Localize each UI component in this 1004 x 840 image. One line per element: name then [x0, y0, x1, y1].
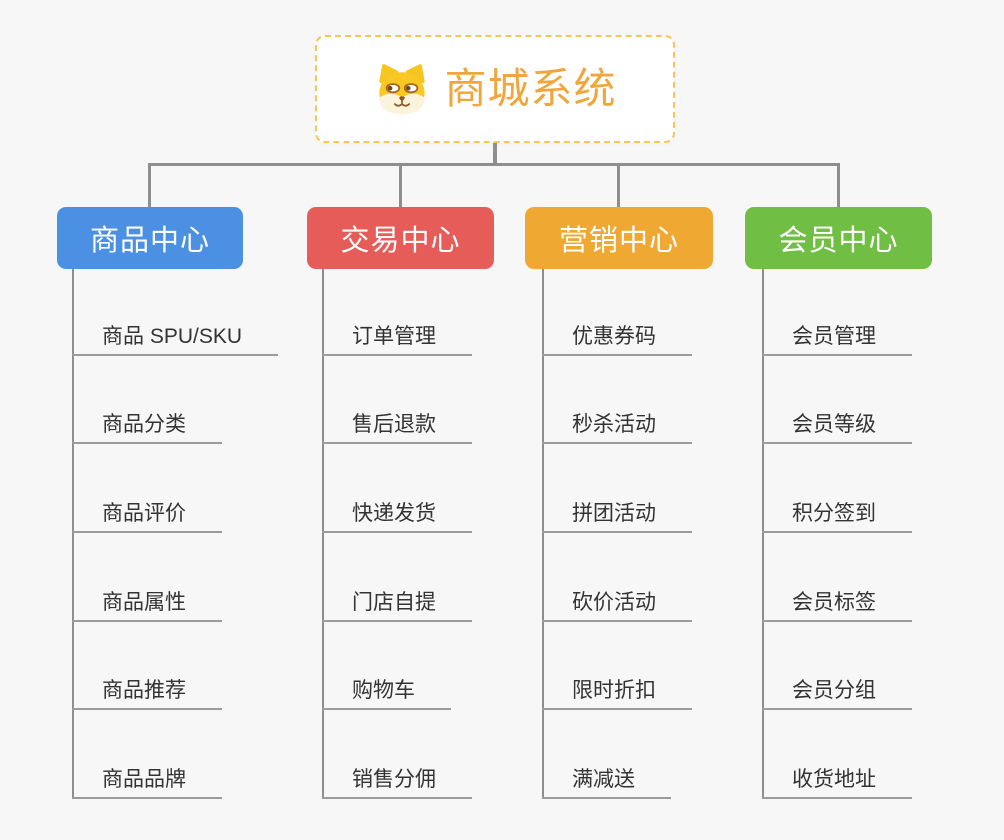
- leaf-node-product-brand[interactable]: 商品品牌: [72, 752, 222, 799]
- leaf-node-limited-time-discount[interactable]: 限时折扣: [542, 663, 692, 710]
- leaf-label: 商品品牌: [102, 768, 186, 791]
- leaf-node-product-spu-sku[interactable]: 商品 SPU/SKU: [72, 309, 279, 356]
- leaf-label: 砍价活动: [572, 591, 656, 614]
- leaf-label: 秒杀活动: [572, 413, 656, 436]
- branch-header-member-center[interactable]: 会员中心: [745, 207, 932, 269]
- dog-face-icon: [379, 63, 426, 114]
- root-node-mall-system[interactable]: 商城系统: [315, 35, 675, 143]
- leaf-label: 优惠券码: [572, 325, 656, 348]
- leaf-node-member-tags[interactable]: 会员标签: [762, 575, 912, 622]
- branch-header-marketing-center[interactable]: 营销中心: [525, 207, 713, 269]
- leaf-node-group-buying[interactable]: 拼团活动: [542, 486, 692, 533]
- leaf-label: 商品分类: [102, 413, 186, 436]
- leaf-node-product-category[interactable]: 商品分类: [72, 397, 222, 444]
- leaf-label: 会员等级: [792, 413, 876, 436]
- branch-spine-member-center: [762, 269, 764, 799]
- branch-spine-product-center: [72, 269, 74, 799]
- leaf-label: 商品 SPU/SKU: [102, 325, 243, 348]
- leaf-label: 商品评价: [102, 502, 186, 525]
- leaf-label: 商品推荐: [102, 679, 186, 702]
- leaf-node-sales-commission[interactable]: 销售分佣: [322, 752, 472, 799]
- connector-horizontal-bus: [148, 163, 840, 166]
- leaf-label: 购物车: [352, 679, 415, 702]
- leaf-node-coupon-codes[interactable]: 优惠券码: [542, 309, 692, 356]
- branch-header-product-center[interactable]: 商品中心: [57, 207, 243, 269]
- leaf-node-member-management[interactable]: 会员管理: [762, 309, 912, 356]
- leaf-node-product-review[interactable]: 商品评价: [72, 486, 222, 533]
- connector-drop-products: [148, 163, 151, 207]
- leaf-label: 门店自提: [352, 591, 436, 614]
- leaf-node-full-reduction[interactable]: 满减送: [542, 752, 671, 799]
- leaf-node-points-checkin[interactable]: 积分签到: [762, 486, 912, 533]
- leaf-node-aftersale-refund[interactable]: 售后退款: [322, 397, 472, 444]
- connector-drop-members: [837, 163, 840, 207]
- branch-spine-marketing-center: [542, 269, 544, 799]
- leaf-label: 会员标签: [792, 591, 876, 614]
- branch-spine-trade-center: [322, 269, 324, 799]
- leaf-label: 收货地址: [792, 768, 876, 791]
- leaf-node-product-recommend[interactable]: 商品推荐: [72, 663, 222, 710]
- leaf-label: 售后退款: [352, 413, 436, 436]
- connector-drop-marketing: [617, 163, 620, 207]
- leaf-node-shopping-cart[interactable]: 购物车: [322, 663, 451, 710]
- leaf-node-flash-sale[interactable]: 秒杀活动: [542, 397, 692, 444]
- leaf-label: 满减送: [572, 768, 635, 791]
- leaf-node-store-pickup[interactable]: 门店自提: [322, 575, 472, 622]
- leaf-label: 会员管理: [792, 325, 876, 348]
- leaf-node-product-attribute[interactable]: 商品属性: [72, 575, 222, 622]
- leaf-label: 销售分佣: [352, 768, 436, 791]
- leaf-label: 会员分组: [792, 679, 876, 702]
- leaf-node-express-shipping[interactable]: 快递发货: [322, 486, 472, 533]
- leaf-node-member-groups[interactable]: 会员分组: [762, 663, 912, 710]
- leaf-label: 积分签到: [792, 502, 876, 525]
- leaf-label: 拼团活动: [572, 502, 656, 525]
- leaf-node-order-management[interactable]: 订单管理: [322, 309, 472, 356]
- leaf-label: 快递发货: [352, 502, 436, 525]
- leaf-node-shipping-address[interactable]: 收货地址: [762, 752, 912, 799]
- leaf-label: 限时折扣: [572, 679, 656, 702]
- branch-header-trade-center[interactable]: 交易中心: [307, 207, 494, 269]
- root-title: 商城系统: [444, 65, 617, 112]
- leaf-label: 商品属性: [102, 591, 186, 614]
- leaf-node-bargain-activity[interactable]: 砍价活动: [542, 575, 692, 622]
- connector-drop-trade: [399, 163, 402, 207]
- leaf-label: 订单管理: [352, 325, 436, 348]
- leaf-node-member-level[interactable]: 会员等级: [762, 397, 912, 444]
- connector-root-stem: [493, 143, 497, 165]
